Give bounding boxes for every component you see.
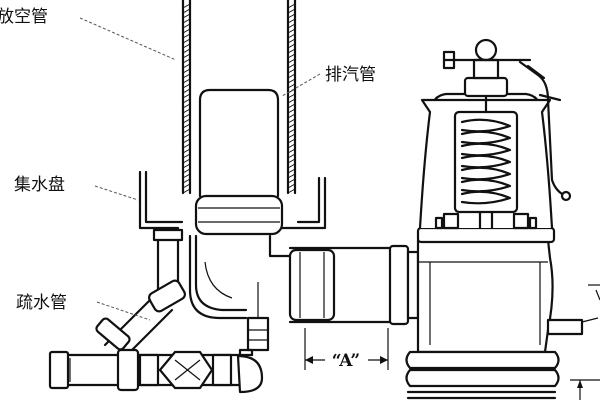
exhaust-pipe-label: 排汽管 bbox=[325, 65, 376, 85]
vent-pipe bbox=[181, 0, 297, 195]
drip-pan-label: 集水盘 bbox=[14, 175, 65, 195]
safety-valve bbox=[405, 38, 599, 400]
elbow-body bbox=[188, 234, 292, 352]
drain-pipe-label: 疏水管 bbox=[16, 293, 67, 313]
dimension-a-label: “A” bbox=[332, 351, 360, 371]
drain-pipe bbox=[48, 228, 264, 394]
drip-pan-leader bbox=[94, 185, 139, 201]
spring-coils bbox=[460, 118, 512, 205]
edge-dimension bbox=[570, 284, 600, 400]
dimension-a: “A” bbox=[304, 328, 389, 371]
vent-pipe-label: 放空管 bbox=[0, 7, 48, 27]
vent-pipe-leader bbox=[79, 17, 177, 61]
exhaust-pipe-leader bbox=[281, 73, 321, 97]
discharge-pipe bbox=[288, 244, 420, 326]
exhaust-pipe bbox=[194, 88, 284, 236]
drain-pipe-leader bbox=[96, 301, 151, 321]
